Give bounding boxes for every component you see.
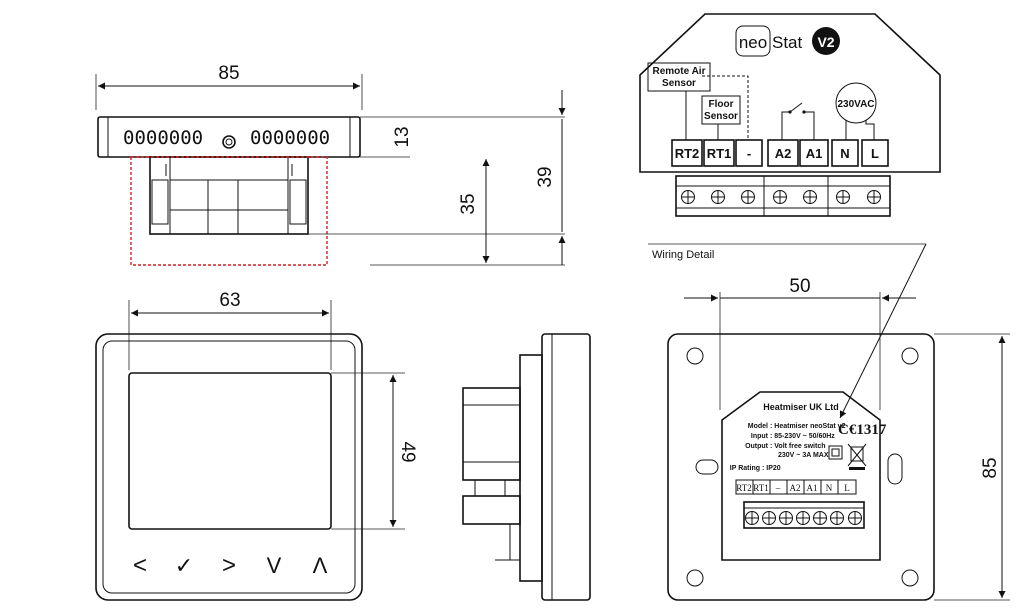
back-button[interactable]: < xyxy=(133,552,147,579)
front-view: 63 49 < ✓ > V Λ xyxy=(95,290,418,601)
up-button[interactable]: Λ xyxy=(313,553,328,578)
wiring-screw-icon xyxy=(711,190,725,204)
term-l: L xyxy=(871,146,879,161)
back-term-rt2: RT2 xyxy=(736,483,751,493)
dim-front-screen: 49 xyxy=(397,441,418,462)
term-rt1: RT1 xyxy=(707,146,732,161)
term-a2: A2 xyxy=(775,146,792,161)
term-neg: - xyxy=(747,146,751,161)
floor-sensor-l2: Sensor xyxy=(704,111,738,122)
top-left-pattern: 0000000 xyxy=(123,127,203,149)
label-company: Heatmiser UK Ltd xyxy=(763,402,839,412)
confirm-button[interactable]: ✓ xyxy=(175,553,193,578)
brand-neo: neo xyxy=(739,33,767,52)
label-model-key: Model xyxy=(748,423,768,430)
down-button[interactable]: V xyxy=(267,553,282,578)
label-rating-val: : IP20 xyxy=(762,465,781,472)
ce-mark: C€1317 xyxy=(838,422,887,438)
wiring-screw-icon xyxy=(681,190,695,204)
top-right-pattern: 0000000 xyxy=(250,127,330,149)
forward-button[interactable]: > xyxy=(222,552,236,579)
dim-back-height: 85 xyxy=(980,457,1001,478)
remote-sensor-box xyxy=(647,62,711,92)
wiring-screw-icon xyxy=(803,190,817,204)
wiring-terminals: RT2 RT1 - A2 A1 N L xyxy=(671,139,889,167)
dim-front-width: 63 xyxy=(219,290,240,311)
back-terminal-labels: RT2 RT1 – A2 A1 N L xyxy=(735,479,857,495)
wiring-screw-icon xyxy=(867,190,881,204)
remote-sensor-l1: Remote Air xyxy=(653,66,706,77)
weee-bin-icon xyxy=(847,443,867,470)
back-view: 50 Heatmiser UK Ltd Model : Heatmiser ne… xyxy=(667,276,1010,601)
dim-top-depth: 35 xyxy=(458,193,479,214)
wiring-screw-icon xyxy=(836,190,850,204)
remote-sensor-l2: Sensor xyxy=(662,78,696,89)
wiring-screw-strip xyxy=(675,175,891,217)
back-term-a2: A2 xyxy=(790,483,801,493)
label-output-val2: 230V ~ 3A MAX xyxy=(778,452,829,459)
voltage-label: 230VAC xyxy=(837,99,874,110)
wiring-detail: neo Stat V2 Remote Air Sensor Floor Sens… xyxy=(639,13,941,419)
back-term-a1: A1 xyxy=(807,483,818,493)
v2-badge-text: V2 xyxy=(817,34,834,50)
dim-top-width: 85 xyxy=(218,63,239,84)
floor-sensor-box xyxy=(701,95,741,125)
label-rating-key: IP Rating xyxy=(730,465,760,472)
wiring-screw-icon xyxy=(773,190,787,204)
back-screw-icon xyxy=(796,511,810,525)
label-output-key: Output xyxy=(745,443,769,450)
label-input-key: Input xyxy=(751,433,769,440)
dim-top-thickness: 13 xyxy=(392,126,413,147)
back-term-l: L xyxy=(844,483,850,493)
back-screw-icon xyxy=(813,511,827,525)
back-terminal-block xyxy=(743,501,865,529)
dim-top-total: 39 xyxy=(535,166,556,187)
label-input-val: : 85-230V ~ 50/60Hz xyxy=(770,433,835,440)
v2-badge xyxy=(812,27,840,55)
brand-stat: Stat xyxy=(772,33,803,52)
back-term-neg: – xyxy=(775,483,781,493)
top-view: 85 0000000 0000000 13 35 xyxy=(95,63,566,266)
back-screw-icon xyxy=(848,511,862,525)
back-term-n: N xyxy=(826,483,833,493)
side-view xyxy=(462,333,591,601)
floor-sensor-l1: Floor xyxy=(709,99,734,110)
dim-back-spacing: 50 xyxy=(789,276,810,297)
term-a1: A1 xyxy=(806,146,823,161)
label-output-val: : Volt free switch xyxy=(770,443,826,450)
back-screw-icon xyxy=(830,511,844,525)
back-screw-icon xyxy=(745,511,759,525)
back-screw-icon xyxy=(779,511,793,525)
term-rt2: RT2 xyxy=(675,146,700,161)
back-term-rt1: RT1 xyxy=(753,483,768,493)
back-screw-icon xyxy=(762,511,776,525)
neo-logo-box xyxy=(735,25,771,57)
wiring-caption: Wiring Detail xyxy=(652,249,714,261)
wiring-screw-icon xyxy=(741,190,755,204)
term-n: N xyxy=(840,146,849,161)
label-model-val: : Heatmiser neoStat v2 xyxy=(770,423,846,430)
